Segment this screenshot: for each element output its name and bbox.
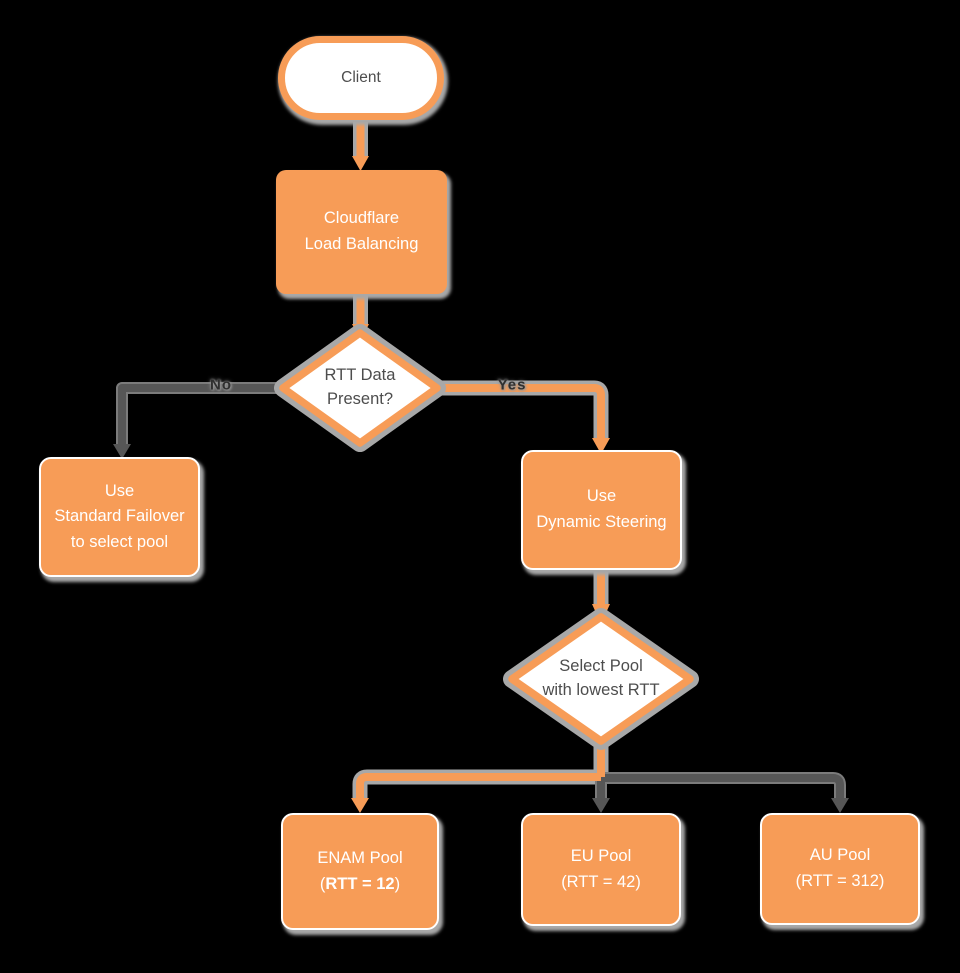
rtt-decision-line2: Present? (326, 390, 394, 408)
dynamic-label-line2: Dynamic Steering (536, 513, 667, 531)
au-pool-node: AU Pool (RTT = 312) (760, 813, 920, 925)
client-node: Client (278, 36, 444, 120)
select-pool-line2: with lowest RTT (542, 681, 660, 699)
enam-rtt-open: ( (319, 874, 326, 893)
edge-dark-shadow-layer (116, 382, 846, 798)
standard-failover-node: Use Standard Failover to select pool (39, 457, 200, 577)
edge-decision-to-dynamic-shadow (437, 380, 609, 438)
dynamic-label-line1: Use (586, 487, 617, 506)
enam-pool-rtt: (RTT = 12) (320, 872, 400, 898)
client-label: Client (341, 69, 381, 86)
eu-pool-node: EU Pool (RTT = 42) (521, 813, 681, 926)
edge-decision-to-failover (118, 384, 283, 446)
rtt-decision-line1: RTT Data (324, 366, 396, 385)
edge-selectpool-to-eu-arrowhead (592, 798, 610, 813)
enam-rtt-close: ) (394, 874, 401, 893)
au-pool-title: AU Pool (809, 846, 871, 865)
eu-pool-title: EU Pool (570, 846, 632, 865)
edge-label-yes: Yes (497, 376, 527, 394)
edge-selectpool-to-enam (356, 773, 601, 800)
enam-rtt-value: RTT = 12 (325, 874, 395, 893)
failover-label-line1: Use (104, 481, 135, 500)
failover-label-line2: Standard Failover (54, 507, 185, 526)
failover-label-line3: to select pool (70, 532, 169, 551)
edge-selectpool-to-enam-shadow (352, 769, 601, 798)
select-pool-label: Select Pool with lowest RTT (512, 617, 690, 741)
cloudflare-label-line1: Cloudflare (323, 209, 400, 228)
edge-selectpool-to-au-arrowhead (831, 798, 849, 813)
edge-selectpool-to-au-shadow (601, 772, 846, 798)
enam-pool-title: ENAM Pool (317, 848, 403, 867)
edge-label-no: No (210, 376, 232, 394)
rtt-decision-label: RTT Data Present? (285, 333, 435, 443)
edge-selectpool-to-enam-arrowhead (351, 798, 369, 813)
au-pool-rtt: (RTT = 312) (795, 872, 885, 890)
edge-client-to-cloudflare-arrowhead (352, 156, 369, 171)
edge-decision-to-dynamic (437, 384, 605, 440)
select-pool-line1: Select Pool (559, 657, 643, 676)
edge-decision-to-failover-shadow (116, 382, 283, 444)
cloudflare-label-line2: Load Balancing (304, 235, 419, 253)
dynamic-steering-node: Use Dynamic Steering (521, 450, 682, 570)
edge-selectpool-to-au (601, 774, 844, 800)
enam-pool-node: ENAM Pool (RTT = 12) (281, 813, 439, 930)
edge-dark-layer (118, 384, 844, 800)
cloudflare-load-balancing-node: Cloudflare Load Balancing (276, 170, 447, 294)
eu-pool-rtt: (RTT = 42) (561, 872, 641, 891)
